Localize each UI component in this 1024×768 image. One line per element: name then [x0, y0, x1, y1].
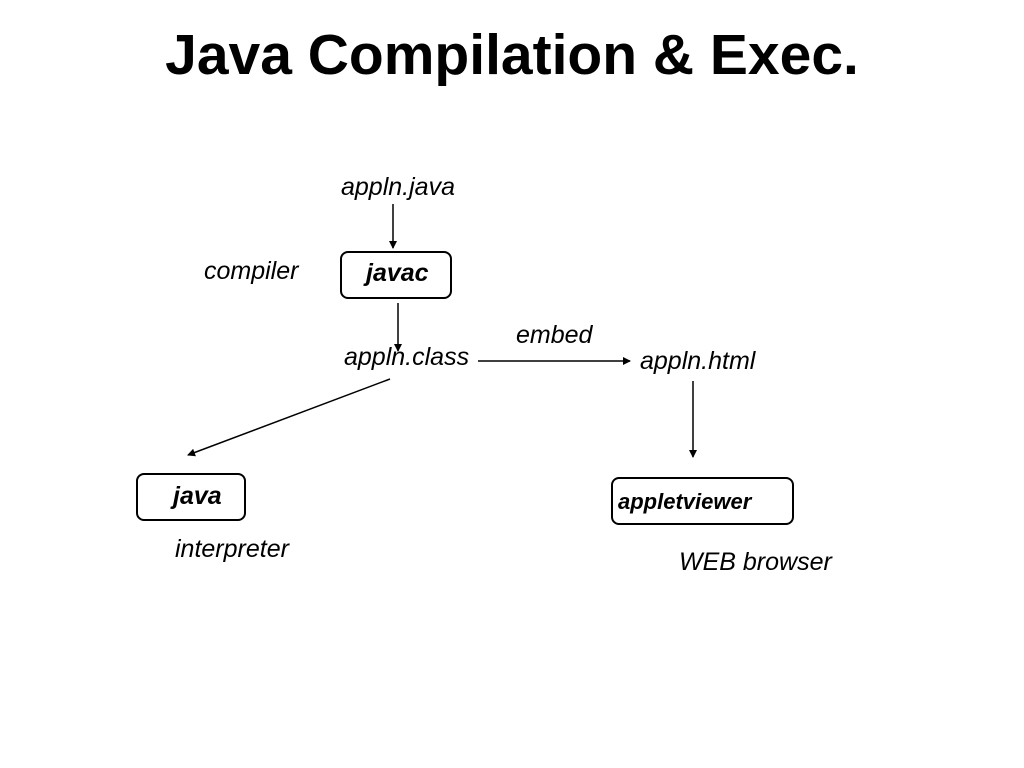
- compiler-box-label: javac: [366, 259, 429, 287]
- arrow-class-to-java: [187, 378, 391, 457]
- slide-title: Java Compilation & Exec.: [165, 23, 859, 87]
- interpreter-box: [136, 473, 246, 521]
- viewer-box-label: appletviewer: [618, 489, 752, 514]
- source-file-label: appln.java: [341, 173, 455, 201]
- embed-label: embed: [516, 321, 593, 349]
- viewer-box: [611, 477, 794, 525]
- class-file-label: appln.class: [344, 343, 470, 371]
- compiler-label: compiler: [204, 257, 299, 285]
- interpreter-box-label: java: [173, 482, 222, 510]
- browser-label: WEB browser: [679, 548, 832, 576]
- interpreter-label: interpreter: [175, 535, 289, 563]
- compiler-box: [340, 251, 452, 299]
- html-file-label: appln.html: [640, 347, 756, 375]
